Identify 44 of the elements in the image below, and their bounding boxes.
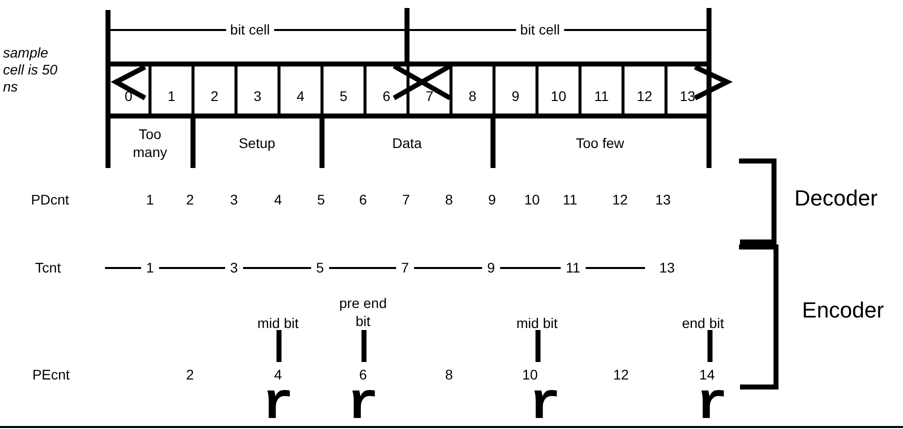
sample-cell: 3 (236, 66, 279, 114)
section-label: Encoder (802, 296, 884, 324)
count-number: 2 (186, 190, 194, 210)
count-number: 7 (402, 190, 410, 210)
count-number: 1 (146, 190, 154, 210)
marker-label: mid bit (257, 314, 299, 332)
row-label: Tcnt (35, 258, 61, 278)
sample-cell: 1 (150, 66, 193, 114)
count-number: 8 (445, 366, 453, 384)
note-text: sample cell is 50 ns (3, 44, 58, 96)
sample-cell: 2 (193, 66, 236, 114)
sample-cell: 11 (580, 66, 623, 114)
count-number: 12 (612, 190, 628, 210)
sample-cell: 13 (666, 66, 709, 114)
row-label: PEcnt (32, 366, 70, 384)
count-number: 10 (524, 190, 540, 210)
count-number: 3 (230, 190, 238, 210)
marker-label: mid bit (516, 314, 558, 332)
count-number: 2 (186, 366, 194, 384)
count-number: 11 (562, 190, 578, 210)
count-number: 8 (445, 190, 453, 210)
sample-cell: 8 (451, 66, 494, 114)
sample-cell: 6 (365, 66, 408, 114)
marker-label: end bit (682, 314, 724, 332)
row-label: PDcnt (30, 190, 70, 210)
sample-cell: 0 (107, 66, 150, 114)
sample-cell: 12 (623, 66, 666, 114)
sample-cell: 5 (322, 66, 365, 114)
section-label: Decoder (794, 184, 878, 212)
sample-cell: 9 (494, 66, 537, 114)
count-number: 5 (317, 190, 325, 210)
phase-label: Setup (238, 134, 276, 152)
count-number: 9 (488, 190, 496, 210)
sample-cell: 4 (279, 66, 322, 114)
count-number: 4 (274, 190, 282, 210)
phase-label: Data (392, 134, 422, 152)
marker-label: pre end bit (338, 294, 388, 330)
phase-label: Too many (132, 125, 168, 161)
sample-cell: 10 (537, 66, 580, 114)
count-number: 12 (613, 366, 629, 384)
count-number: 6 (359, 190, 367, 210)
count-number: 13 (655, 190, 671, 210)
sample-cell: 7 (408, 66, 451, 114)
phase-label: Too few (576, 134, 624, 152)
